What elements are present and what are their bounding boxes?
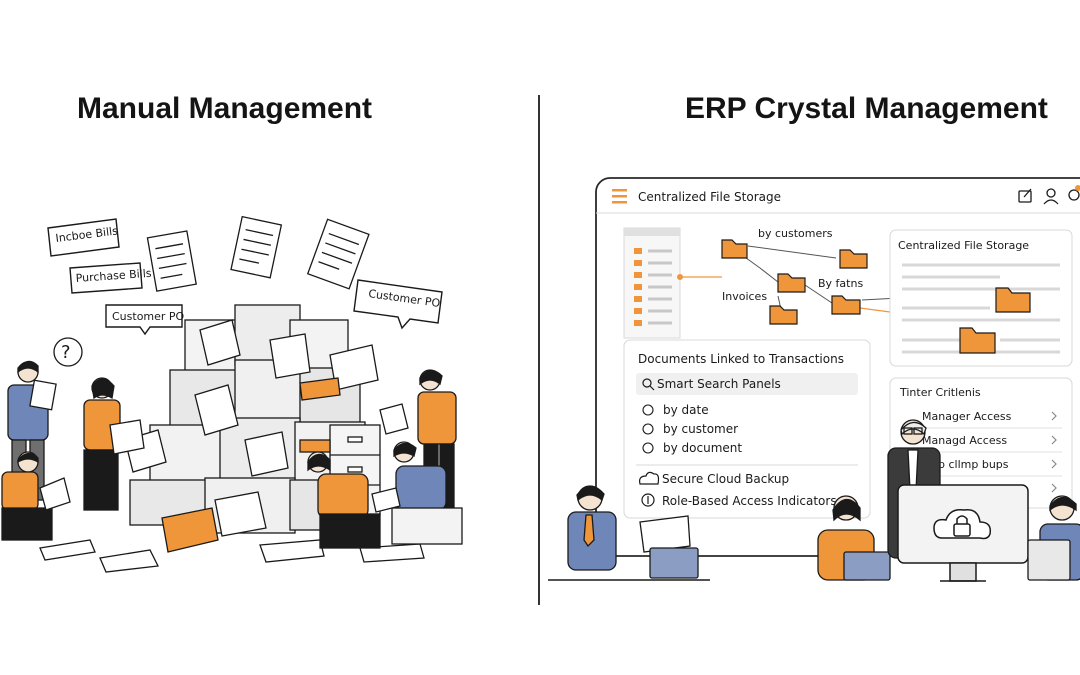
- person-sitting-left: [1, 451, 71, 541]
- svg-text:Purchase Bills: Purchase Bills: [75, 267, 152, 285]
- filter-item-manager-access: Manager Access: [922, 410, 1012, 423]
- tree-label-by-dates: By fatns: [818, 277, 863, 290]
- share-icon[interactable]: [1018, 188, 1032, 203]
- erp-scene: Centralized File Storage: [548, 177, 1080, 582]
- chevron-right-icon: [1051, 435, 1057, 445]
- floating-documents: [146, 215, 370, 292]
- cloud-lock-monitor: [897, 484, 1029, 582]
- person-kneeling-orange: [307, 451, 381, 549]
- radio-by-document[interactable]: [642, 442, 654, 454]
- folder-icons: [721, 239, 868, 325]
- app-header-title: Centralized File Storage: [638, 190, 781, 204]
- center-divider: [538, 95, 540, 605]
- access-icon: [641, 493, 655, 507]
- chevron-right-icon: [1051, 483, 1057, 493]
- tree-label-invoices: Invoices: [722, 290, 767, 303]
- storage-panel: Centralized File Storage: [889, 229, 1073, 367]
- right-title: ERP Crystal Management: [685, 92, 1048, 125]
- person-standing-woman: [83, 377, 145, 511]
- cloud-icon: [639, 471, 660, 485]
- label-purchase-bills: Purchase Bills: [69, 262, 152, 294]
- smart-search-label: Smart Search Panels: [657, 377, 781, 391]
- documents-panel-title: Documents Linked to Transactions: [638, 352, 844, 366]
- label-customer-po-large: Customer PO: [353, 279, 443, 330]
- role-access-label: Role-Based Access Indicators: [662, 494, 837, 508]
- search-icon: [642, 378, 655, 391]
- radio-by-date[interactable]: [642, 404, 654, 416]
- tree-label-by-customers: by customers: [758, 227, 833, 240]
- option-by-date: by date: [663, 403, 709, 417]
- svg-text:Customer PO: Customer PO: [112, 310, 185, 323]
- radio-by-customer[interactable]: [642, 423, 654, 435]
- filter-item-managd-access: Managd Access: [922, 434, 1007, 447]
- option-by-document: by document: [663, 441, 742, 455]
- svg-text:?: ?: [61, 342, 71, 363]
- person-kneeling-blue: [371, 441, 463, 545]
- person-man-laptop: [548, 485, 710, 581]
- manual-scene: Incboe Bills Purchase Bills Customer PO …: [1, 215, 463, 573]
- file-tree: by customers Invoices By fatns: [623, 227, 996, 339]
- left-title: Manual Management: [77, 92, 373, 125]
- label-invoice-bills: Incboe Bills: [47, 218, 120, 257]
- menu-icon[interactable]: [612, 189, 627, 204]
- cloud-backup-label: Secure Cloud Backup: [662, 472, 789, 486]
- filter-item-third: p cllmp bups: [938, 458, 1009, 471]
- storage-panel-title: Centralized File Storage: [898, 239, 1029, 252]
- chevron-right-icon: [1051, 411, 1057, 421]
- label-customer-po-small: Customer PO: [105, 304, 185, 336]
- settings-icon[interactable]: [1068, 185, 1080, 201]
- smart-search-panel[interactable]: [636, 373, 858, 395]
- chevron-right-icon: [1051, 459, 1057, 469]
- person-woman-laptop: [817, 495, 891, 581]
- filter-panel-title: Tinter Critlenis: [899, 386, 981, 399]
- documents-panel: Documents Linked to Transactions Smart S…: [623, 339, 871, 519]
- option-by-customer: by customer: [663, 422, 738, 436]
- person-right-edge: [1027, 495, 1080, 581]
- user-icon[interactable]: [1043, 188, 1059, 205]
